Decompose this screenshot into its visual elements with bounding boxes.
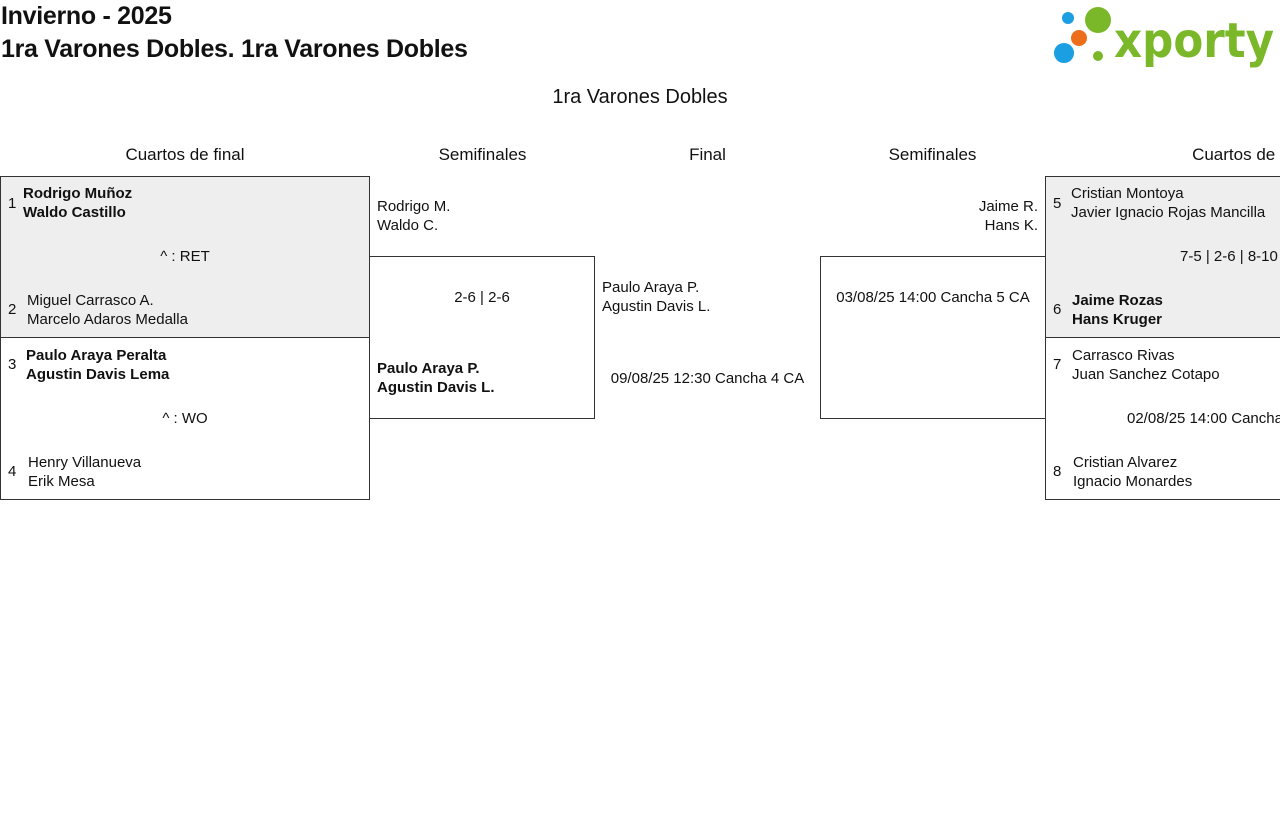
match-right-qf-2[interactable]: 7 Carrasco Rivas Juan Sanchez Cotapo 02/… bbox=[1045, 337, 1280, 500]
round-header-left-semifinals: Semifinales bbox=[438, 145, 527, 164]
player-name: Hans K. bbox=[984, 217, 1038, 234]
round-header-right-semifinals: Semifinales bbox=[888, 145, 977, 164]
seed-number: 6 bbox=[1053, 301, 1062, 318]
match-right-qf-1[interactable]: 5 Cristian Montoya Javier Ignacio Rojas … bbox=[1045, 176, 1280, 338]
team-winner[interactable]: Rodrigo Muñoz Waldo Castillo bbox=[23, 184, 132, 222]
player-name: Waldo Castillo bbox=[23, 204, 126, 221]
player-name: Jaime R. bbox=[978, 198, 1038, 215]
player-name: Juan Sanchez Cotapo bbox=[1072, 366, 1220, 383]
seed-number: 2 bbox=[8, 301, 17, 318]
team-winner[interactable]: Paulo Araya Peralta Agustin Davis Lema bbox=[26, 346, 169, 384]
match-left-sf[interactable]: 2-6 | 2-6 Paulo Araya P. Agustin Davis L… bbox=[369, 256, 595, 419]
category-title: 1ra Varones Dobles. 1ra Varones Dobles bbox=[1, 35, 468, 63]
player-name: Javier Ignacio Rojas Mancilla bbox=[1071, 204, 1266, 221]
player-name: Agustin Davis Lema bbox=[26, 366, 170, 383]
player-name: Waldo C. bbox=[377, 217, 439, 234]
xporty-logo[interactable]: xporty bbox=[1050, 4, 1280, 68]
xporty-logo-graphic: xporty bbox=[1054, 7, 1274, 68]
player-name: Marcelo Adaros Medalla bbox=[27, 311, 188, 328]
player-name: Rodrigo M. bbox=[377, 198, 451, 215]
logo-wordmark: xporty bbox=[1114, 13, 1274, 68]
seed-number: 5 bbox=[1053, 195, 1062, 212]
match-score: 2-6 | 2-6 bbox=[454, 289, 510, 306]
seed-number: 8 bbox=[1053, 463, 1062, 480]
final-schedule: 09/08/25 12:30 Cancha 4 CA bbox=[610, 370, 805, 387]
match-left-qf-1[interactable]: 1 Rodrigo Muñoz Waldo Castillo ^ : RET 2… bbox=[0, 176, 370, 338]
round-header-final: Final bbox=[689, 145, 726, 164]
match-result: ^ : WO bbox=[162, 410, 208, 427]
player-name: Paulo Araya P. bbox=[602, 279, 700, 296]
team-top[interactable]: Carrasco Rivas Juan Sanchez Cotapo bbox=[1072, 346, 1220, 384]
draw-title: 1ra Varones Dobles bbox=[552, 86, 728, 108]
team-loser[interactable]: Cristian Montoya Javier Ignacio Rojas Ma… bbox=[1071, 184, 1265, 222]
player-name: Agustin Davis L. bbox=[602, 298, 711, 315]
seed-number: 1 bbox=[8, 195, 17, 212]
player-name: Jaime Rozas bbox=[1072, 292, 1163, 309]
player-name: Paulo Araya P. bbox=[377, 360, 480, 377]
player-name: Carrasco Rivas bbox=[1072, 347, 1175, 364]
player-name: Henry Villanueva bbox=[28, 454, 142, 471]
match-left-qf-2[interactable]: 3 Paulo Araya Peralta Agustin Davis Lema… bbox=[0, 337, 370, 500]
match-schedule: 02/08/25 14:00 Cancha bbox=[1127, 410, 1280, 427]
player-name: Cristian Alvarez bbox=[1073, 454, 1178, 471]
match-score: 7-5 | 2-6 | 8-10 bbox=[1180, 248, 1278, 265]
round-header-right-quarterfinals: Cuartos de fin bbox=[1192, 145, 1280, 164]
player-name: Cristian Montoya bbox=[1071, 185, 1184, 202]
team-winner[interactable]: Jaime Rozas Hans Kruger bbox=[1072, 291, 1163, 329]
seed-number: 7 bbox=[1053, 356, 1062, 373]
seed-number: 3 bbox=[8, 356, 17, 373]
seed-number: 4 bbox=[8, 463, 17, 480]
match-schedule: 03/08/25 14:00 Cancha 5 CA bbox=[836, 289, 1030, 306]
tournament-title: Invierno - 2025 bbox=[1, 2, 172, 30]
left-sf-team-top[interactable]: Rodrigo M. Waldo C. bbox=[377, 197, 450, 235]
player-name: Paulo Araya Peralta bbox=[26, 347, 167, 364]
match-right-sf[interactable]: 03/08/25 14:00 Cancha 5 CA bbox=[820, 256, 1046, 419]
round-header-left-quarterfinals: Cuartos de final bbox=[125, 145, 245, 164]
player-name: Miguel Carrasco A. bbox=[27, 292, 154, 309]
team-bottom[interactable]: Cristian Alvarez Ignacio Monardes bbox=[1073, 453, 1192, 491]
player-name: Erik Mesa bbox=[28, 473, 95, 490]
team-loser[interactable]: Miguel Carrasco A. Marcelo Adaros Medall… bbox=[27, 291, 188, 329]
player-name: Ignacio Monardes bbox=[1073, 473, 1193, 490]
player-name: Agustin Davis L. bbox=[377, 379, 495, 396]
team-winner[interactable]: Paulo Araya P. Agustin Davis L. bbox=[377, 359, 495, 397]
final-team-left[interactable]: Paulo Araya P. Agustin Davis L. bbox=[602, 278, 710, 316]
player-name: Hans Kruger bbox=[1072, 311, 1163, 328]
match-result: ^ : RET bbox=[160, 248, 210, 265]
right-sf-team-top[interactable]: Jaime R. Hans K. bbox=[820, 197, 1038, 235]
team-loser[interactable]: Henry Villanueva Erik Mesa bbox=[28, 453, 141, 491]
player-name: Rodrigo Muñoz bbox=[23, 185, 133, 202]
